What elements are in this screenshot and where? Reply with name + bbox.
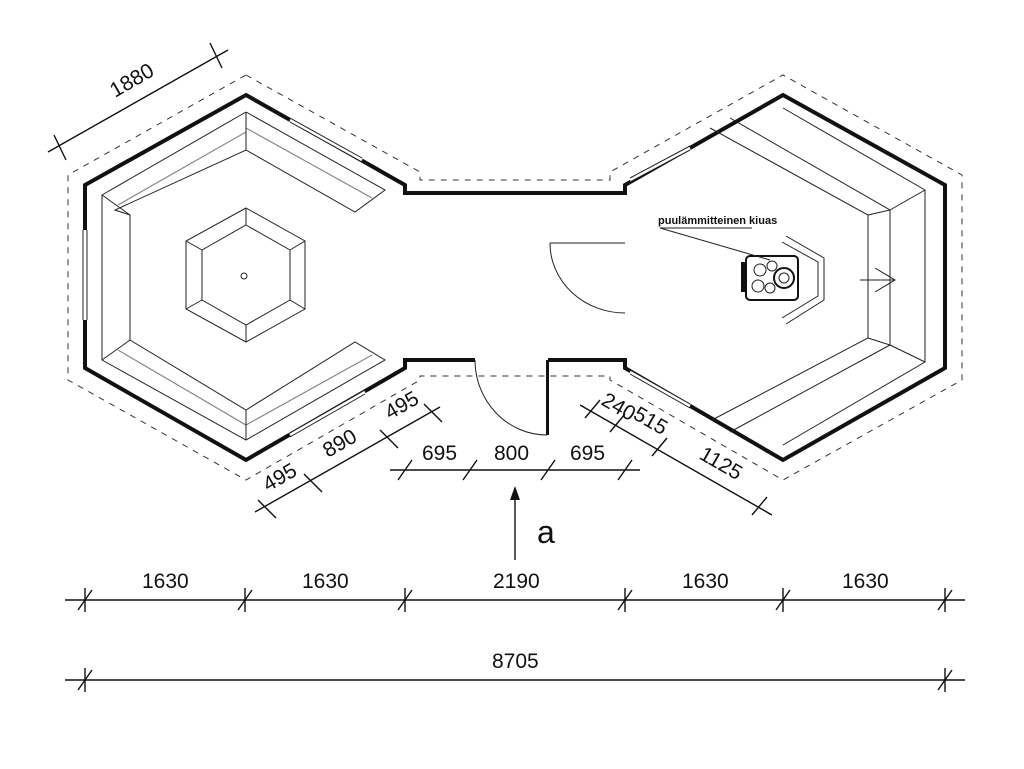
svg-text:1880: 1880	[106, 59, 158, 102]
dimension-left-lower: 495 890 495	[254, 387, 443, 519]
left-room-benches	[101, 111, 386, 441]
svg-text:800: 800	[494, 442, 529, 465]
stove-label: puulämmitteinen kiuas	[658, 215, 777, 227]
view-arrow-a: a	[510, 486, 555, 560]
svg-text:495: 495	[381, 387, 423, 424]
svg-text:a: a	[537, 514, 555, 550]
svg-text:1630: 1630	[842, 570, 889, 593]
dimension-1880: 1880	[47, 42, 229, 161]
right-room-benches	[709, 107, 926, 446]
svg-text:695: 695	[570, 442, 605, 465]
svg-text:495: 495	[259, 459, 301, 496]
roof-outline	[67, 74, 963, 481]
svg-text:2190: 2190	[493, 570, 540, 593]
svg-text:695: 695	[422, 442, 457, 465]
svg-text:1630: 1630	[682, 570, 729, 593]
svg-text:1125: 1125	[696, 442, 747, 485]
dimension-overall-segments: 1630 1630 2190 1630 1630	[65, 570, 965, 612]
dimension-right-lower: 240 515 1125	[579, 388, 773, 516]
exterior-walls	[83, 92, 947, 463]
windows	[82, 117, 691, 438]
dimension-overall-total: 8705	[65, 650, 965, 692]
svg-text:8705: 8705	[492, 650, 539, 673]
svg-text:890: 890	[319, 425, 361, 462]
stove: puulämmitteinen kiuas	[658, 215, 825, 325]
doors	[474, 242, 628, 436]
dimension-door-front: 695 800 695	[390, 442, 640, 481]
svg-text:1630: 1630	[142, 570, 189, 593]
svg-text:1630: 1630	[302, 570, 349, 593]
